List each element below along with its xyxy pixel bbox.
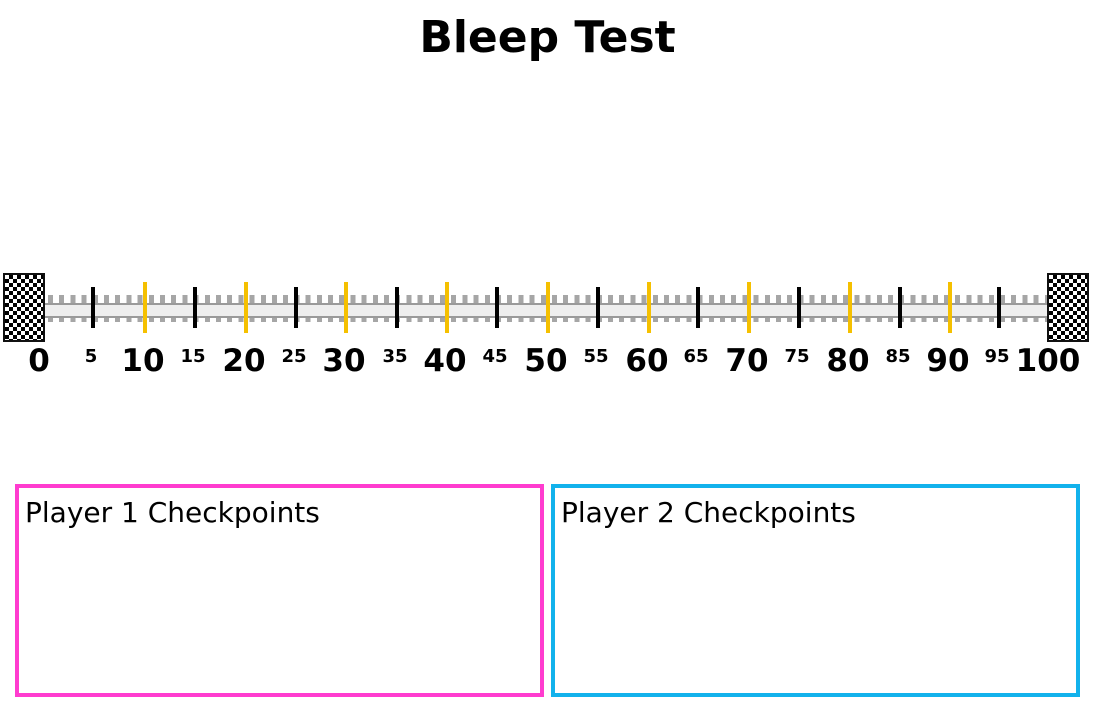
tick-label-15: 15 [180,346,206,367]
tick-label-75: 75 [784,346,810,367]
tick-65 [696,287,700,328]
tick-label-25: 25 [281,346,307,367]
tick-40 [445,282,449,333]
tick-95 [997,287,1001,328]
tick-5 [91,287,95,328]
tick-85 [898,287,902,328]
tick-label-30: 30 [322,343,366,379]
tick-label-70: 70 [725,343,769,379]
tick-label-65: 65 [683,346,709,367]
tick-10 [143,282,147,333]
tick-60 [647,282,651,333]
tick-80 [848,282,852,333]
tick-70 [747,282,751,333]
tick-label-35: 35 [382,346,408,367]
tick-45 [495,287,499,328]
tick-label-60: 60 [625,343,669,379]
tick-label-50: 50 [524,343,568,379]
tick-label-90: 90 [926,343,970,379]
player-2-checkpoints-title: Player 2 Checkpoints [561,496,856,529]
tick-label-20: 20 [222,343,266,379]
tick-15 [193,287,197,328]
tick-25 [294,287,298,328]
tick-30 [344,282,348,333]
start-checkered-flag-icon [3,273,45,342]
tick-label-5: 5 [84,346,98,367]
page-title: Bleep Test [419,12,676,63]
tick-label-95: 95 [984,346,1010,367]
tick-label-100: 100 [1015,343,1081,379]
tick-label-45: 45 [482,346,508,367]
tick-55 [596,287,600,328]
tick-label-85: 85 [885,346,911,367]
tick-35 [395,287,399,328]
tick-label-55: 55 [583,346,609,367]
tick-20 [244,282,248,333]
tick-label-10: 10 [121,343,165,379]
tick-75 [797,287,801,328]
race-track: 5 10 15 20 25 30 35 40 45 50 55 60 65 70 75 80 85 90 95 0 10… [0,270,1095,390]
tick-label-40: 40 [423,343,467,379]
tick-label-80: 80 [826,343,870,379]
tick-50 [546,282,550,333]
tick-90 [948,282,952,333]
finish-checkered-flag-icon [1047,273,1089,342]
tick-label-0: 0 [28,343,50,379]
player-2-checkpoints-panel: Player 2 Checkpoints [551,484,1080,697]
player-1-checkpoints-title: Player 1 Checkpoints [25,496,320,529]
player-1-checkpoints-panel: Player 1 Checkpoints [15,484,544,697]
